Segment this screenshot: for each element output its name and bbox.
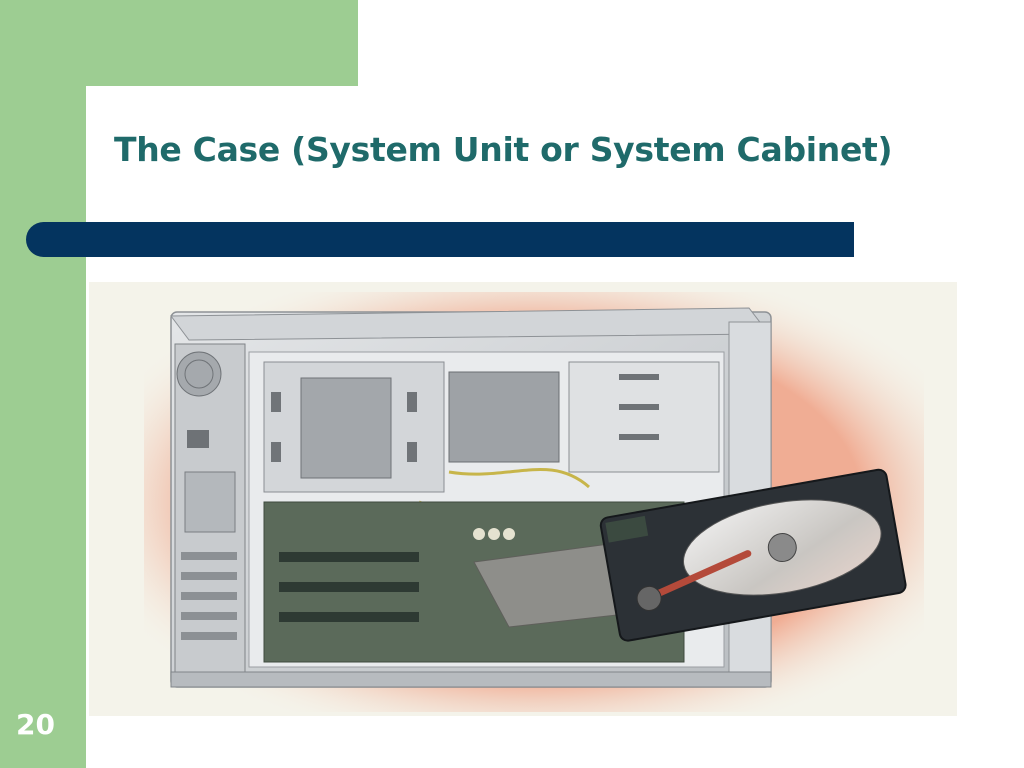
green-side-strip [0, 0, 86, 768]
slide-title: The Case (System Unit or System Cabinet) [114, 130, 893, 169]
title-underline-bar [26, 222, 854, 257]
page-number: 20 [16, 708, 55, 741]
computer-case-image [89, 282, 957, 716]
computer-case-illustration [144, 292, 924, 712]
rounded-content-corner [86, 86, 358, 206]
